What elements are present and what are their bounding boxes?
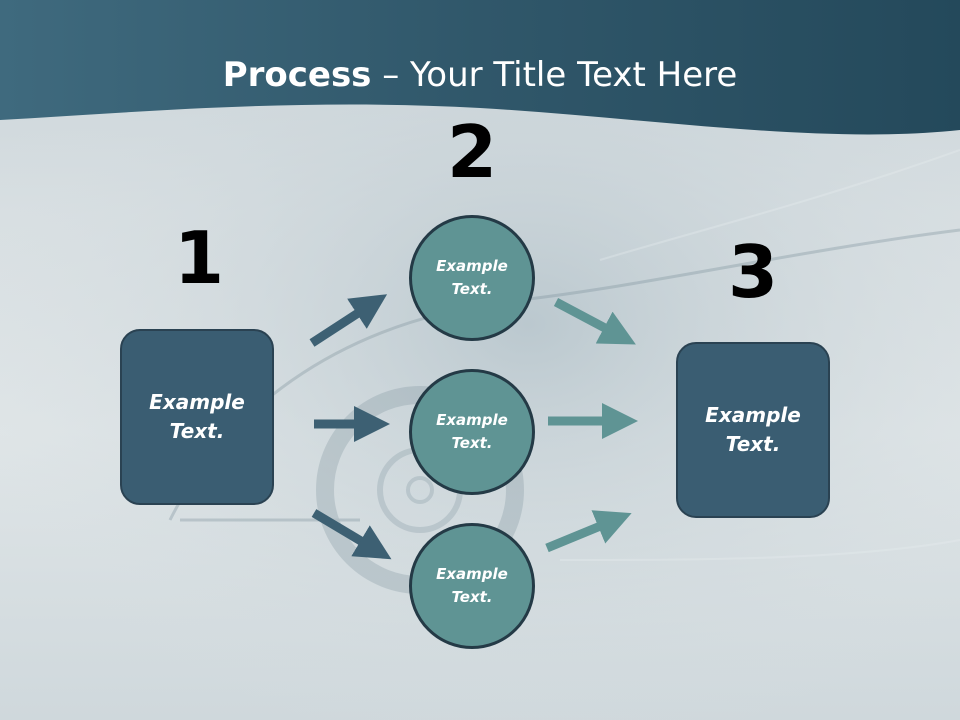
step-number-3: 3 <box>727 230 779 314</box>
title-bold: Process <box>222 55 372 95</box>
title-rest: – Your Title Text Here <box>371 55 738 95</box>
step-number-2: 2 <box>446 110 498 194</box>
step-number-1: 1 <box>173 216 225 300</box>
header-band <box>0 0 960 135</box>
slide-title: Process – Your Title Text Here <box>0 52 960 98</box>
